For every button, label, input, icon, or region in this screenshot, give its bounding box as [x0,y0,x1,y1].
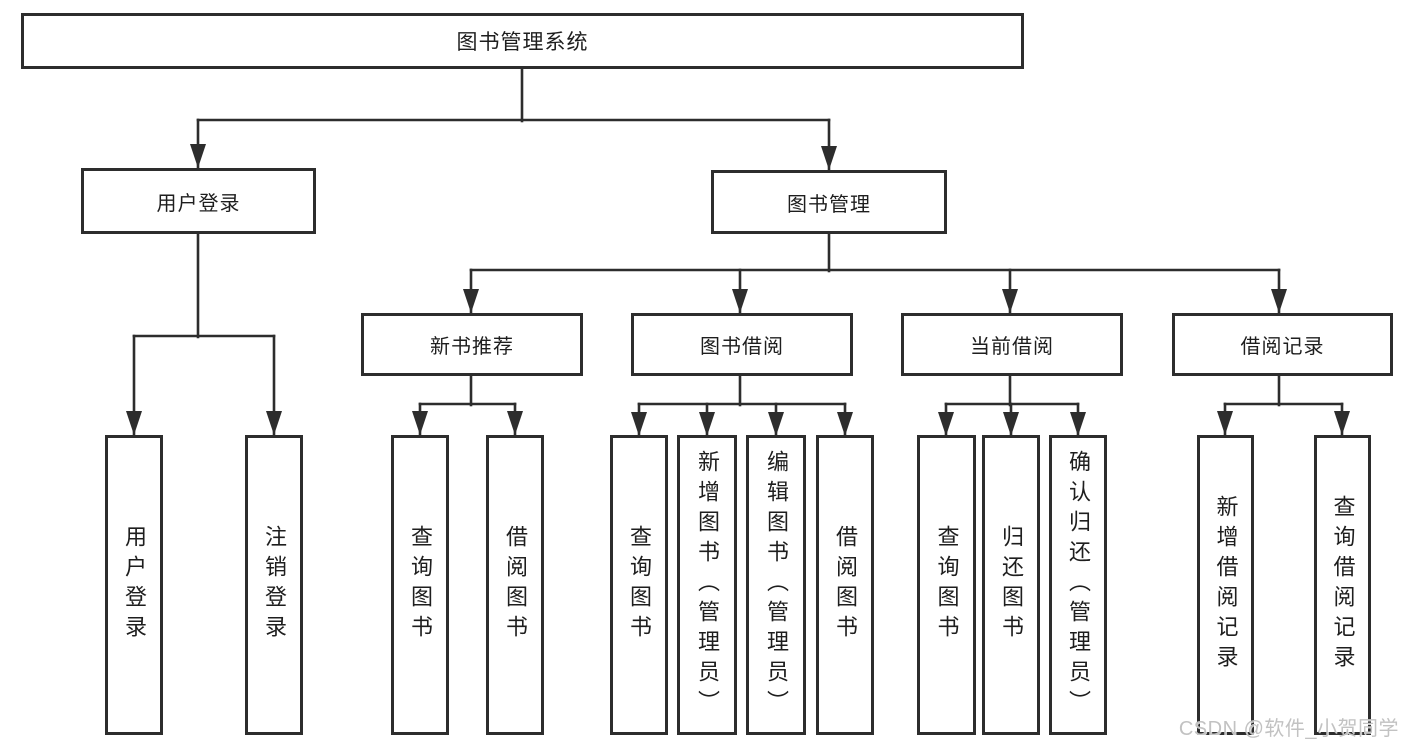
leaf-query-borrow-record-label: 查询借阅记录 [1330,495,1356,675]
leaf-borrowing-query-book: 查询图书 [610,435,668,735]
node-current-borrowing: 当前借阅 [901,313,1123,376]
node-borrowing-records: 借阅记录 [1172,313,1393,376]
node-book-management-branch: 图书管理 [711,170,947,234]
leaf-return-book: 归还图书 [982,435,1040,735]
node-new-book-recommendation: 新书推荐 [361,313,583,376]
leaf-newbook-query-book-label: 查询图书 [408,525,433,645]
leaf-newbook-query-book: 查询图书 [391,435,449,735]
leaf-logout-label: 注销登录 [262,525,287,645]
node-library-management-system: 图书管理系统 [21,13,1024,69]
leaf-newbook-borrow-book: 借阅图书 [486,435,544,735]
leaf-add-borrow-record: 新增借阅记录 [1197,435,1254,735]
node-book-borrowing: 图书借阅 [631,313,853,376]
leaf-borrowing-borrow-book-label: 借阅图书 [833,525,858,645]
leaf-query-borrow-record: 查询借阅记录 [1314,435,1371,735]
leaf-logout: 注销登录 [245,435,303,735]
leaf-newbook-borrow-book-label: 借阅图书 [503,525,528,645]
leaf-current-query-book: 查询图书 [917,435,976,735]
leaf-user-login-label: 用户登录 [122,525,147,645]
leaf-edit-book-admin: 编辑图书（管理员） [746,435,806,735]
csdn-watermark: CSDN @软件_小贺同学 [1178,718,1399,740]
leaf-add-borrow-record-label: 新增借阅记录 [1213,495,1239,675]
leaf-add-book-admin: 新增图书（管理员） [677,435,737,735]
leaf-borrowing-query-book-label: 查询图书 [627,525,652,645]
leaf-borrowing-borrow-book: 借阅图书 [816,435,874,735]
node-user-login-branch: 用户登录 [81,168,316,234]
leaf-add-book-admin-label: 新增图书（管理员） [695,450,720,720]
leaf-return-book-label: 归还图书 [999,525,1024,645]
leaf-user-login: 用户登录 [105,435,163,735]
leaf-edit-book-admin-label: 编辑图书（管理员） [764,450,789,720]
leaf-confirm-return-admin: 确认归还（管理员） [1049,435,1107,735]
leaf-current-query-book-label: 查询图书 [934,525,960,645]
leaf-confirm-return-admin-label: 确认归还（管理员） [1066,450,1091,720]
